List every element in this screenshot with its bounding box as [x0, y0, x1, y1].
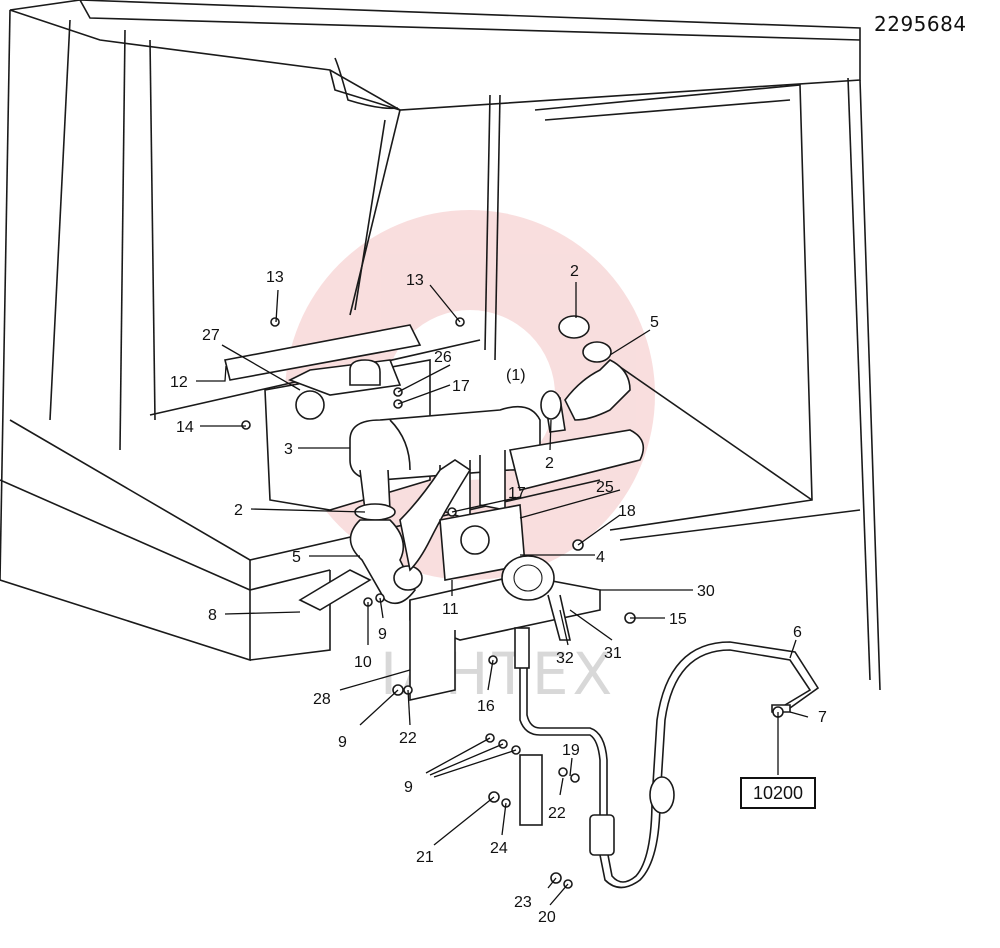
document-number: 2295684	[874, 12, 967, 36]
callout-22: 22	[399, 730, 417, 747]
callout-25: 25	[596, 479, 614, 496]
callout-13: 13	[266, 269, 284, 286]
callout-28: 28	[313, 691, 331, 708]
callout-31: 31	[604, 645, 622, 662]
callout-20: 20	[538, 909, 556, 926]
callout-3: 3	[284, 441, 293, 458]
callout-21: 21	[416, 849, 434, 866]
callout-12: 12	[170, 374, 188, 391]
callout-6: 6	[793, 624, 802, 641]
callout-2: 2	[234, 502, 243, 519]
reference-box: 10200	[740, 777, 816, 809]
callout-10: 10	[354, 654, 372, 671]
callout-9: 9	[378, 626, 387, 643]
callout-5: 5	[650, 314, 659, 331]
callout-14: 14	[176, 419, 194, 436]
blower-assembly	[409, 504, 601, 701]
callout-5: 5	[292, 549, 301, 566]
callout-19: 19	[562, 742, 580, 759]
callout-leaders	[196, 282, 809, 906]
callout-1: (1)	[506, 367, 526, 384]
callout-7: 7	[818, 709, 827, 726]
callout-18: 18	[618, 503, 636, 520]
callout-17: 17	[452, 378, 470, 395]
callout-27: 27	[202, 327, 220, 344]
cab-outline	[0, 0, 881, 691]
callout-22: 22	[548, 805, 566, 822]
callout-8: 8	[208, 607, 217, 624]
callout-15: 15	[669, 611, 687, 628]
callout-24: 24	[490, 840, 508, 857]
callout-32: 32	[556, 650, 574, 667]
callout-9: 9	[338, 734, 347, 751]
callout-9: 9	[404, 779, 413, 796]
callout-2: 2	[570, 263, 579, 280]
callout-2: 2	[545, 455, 554, 472]
callout-30: 30	[697, 583, 715, 600]
callout-23: 23	[514, 894, 532, 911]
callout-4: 4	[596, 549, 605, 566]
callout-11: 11	[442, 601, 459, 618]
callout-26: 26	[434, 349, 452, 366]
heater-assembly	[224, 315, 645, 611]
callout-17: 17	[508, 485, 526, 502]
callout-13: 13	[406, 272, 424, 289]
callout-16: 16	[477, 698, 495, 715]
